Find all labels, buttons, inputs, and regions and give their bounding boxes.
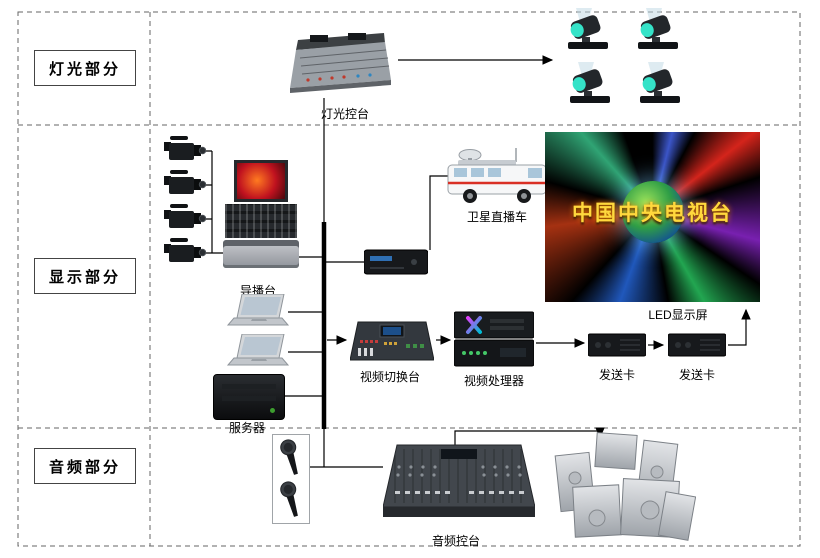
camera-2-image: [164, 170, 206, 200]
lighting-console-image: [288, 20, 393, 98]
section-label-audio: 音频部分: [34, 448, 136, 484]
section-label-display: 显示部分: [34, 258, 136, 294]
line-bus-to-audio-console: [310, 429, 383, 468]
camera-4-image: [164, 238, 206, 268]
arrow-card2-to-led: [728, 308, 751, 346]
director-console-image: [223, 160, 299, 268]
video-switcher-label: 视频切换台: [359, 370, 421, 384]
video-processor-label: 视频处理器: [463, 374, 525, 388]
video-processor-image: [454, 310, 534, 368]
audio-console-label: 音频控台: [431, 534, 481, 548]
sending-card-1-label: 发送卡: [598, 368, 636, 382]
section-label-audio-text: 音频部分: [48, 458, 121, 476]
speakers-image: [544, 428, 696, 544]
led-screen-image: 中国中央电视台: [545, 132, 760, 302]
line-cameras-bracket: [206, 150, 223, 254]
laptop-2-image: [226, 334, 290, 372]
section-label-lighting: 灯光部分: [34, 50, 136, 86]
server-label: 服务器: [228, 421, 266, 435]
sending-card-1-image: [588, 328, 646, 360]
section-label-display-text: 显示部分: [48, 268, 121, 286]
satellite-van-image: [446, 146, 548, 208]
globe-graphic: [621, 180, 684, 243]
audio-console-image: [383, 441, 535, 531]
lighting-console-label: 灯光控台: [320, 107, 370, 121]
laptop-1-image: [226, 294, 290, 332]
server-image: [213, 374, 285, 420]
satellite-van-label: 卫星直播车: [466, 210, 528, 224]
moving-head-lights-image: [558, 8, 692, 108]
microphones-image: [272, 434, 310, 524]
camera-3-image: [164, 204, 206, 234]
sending-card-2-image: [668, 328, 726, 360]
director-console-base: [223, 240, 299, 268]
video-switcher-image: [350, 314, 434, 366]
camera-1-image: [164, 136, 206, 166]
director-control-panel: [225, 204, 297, 238]
sending-card-2-label: 发送卡: [678, 368, 716, 382]
receiver-rack-image: [364, 246, 428, 278]
section-label-lighting-text: 灯光部分: [48, 60, 121, 78]
director-monitor: [234, 160, 288, 202]
led-screen-label: LED显示屏: [648, 308, 708, 322]
led-screen-text: 中国中央电视台: [572, 201, 733, 225]
line-laptops-to-bus: [288, 311, 322, 353]
